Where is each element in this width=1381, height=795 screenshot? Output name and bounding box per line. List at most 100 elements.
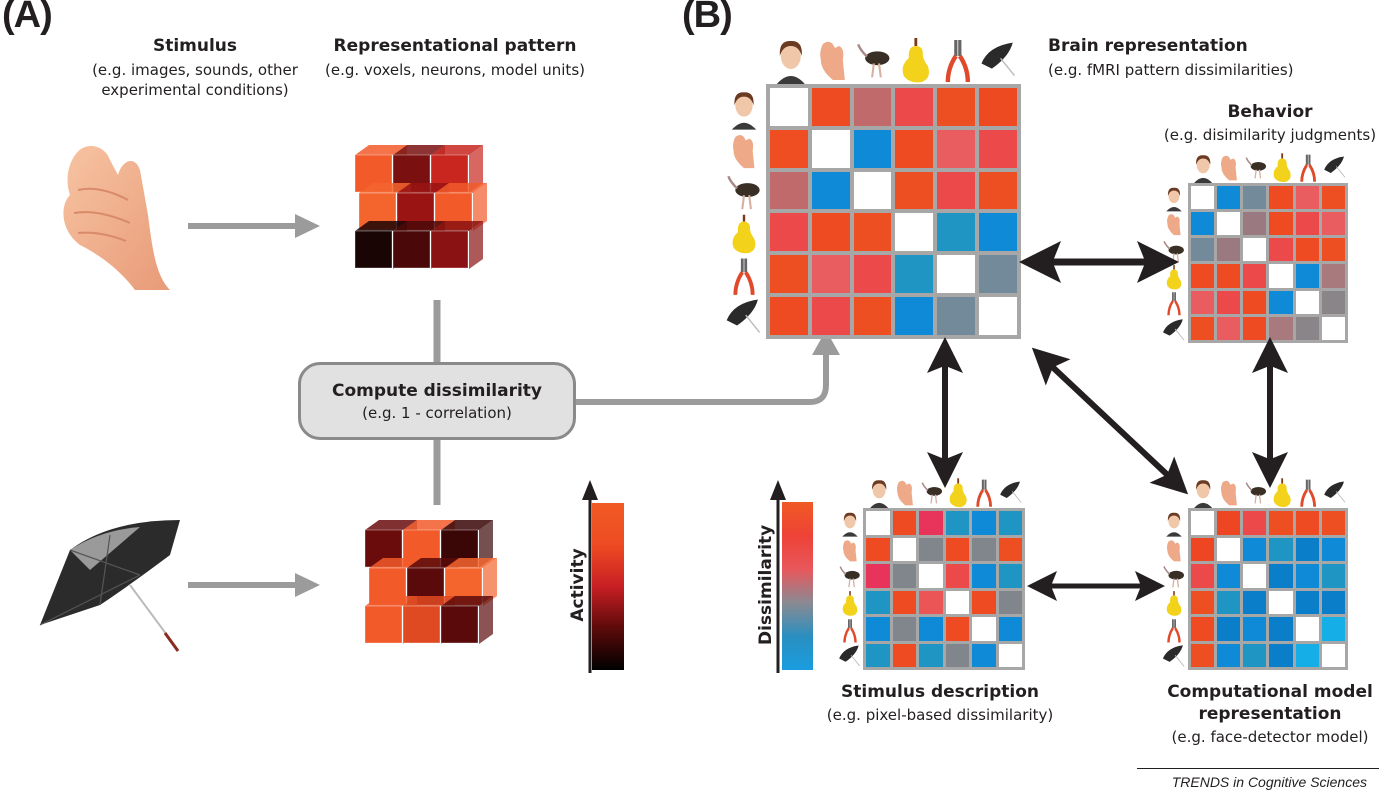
- behavior-column-pear-icon: [1269, 152, 1295, 183]
- stimulus-subtitle-2: experimental conditions): [101, 81, 289, 99]
- rdm-cell-3-1: [811, 213, 850, 252]
- rdm-cell-1-3: [945, 537, 969, 561]
- brain-column-pear-icon: [895, 36, 937, 84]
- stimulus-description-column-umbrella-icon: [998, 477, 1024, 508]
- rdm-cell-3-5: [1321, 264, 1345, 288]
- rdm-cell-0-2: [853, 88, 892, 126]
- brain-column-pliers-icon: [937, 36, 979, 84]
- behavior-subtitle: (e.g. disimilarity judgments): [1163, 126, 1377, 144]
- brain-rdm-matrix: [766, 84, 1021, 339]
- compute-dissimilarity-box: Compute dissimilarity (e.g. 1 - correlat…: [298, 362, 576, 440]
- rdm-cell-1-2: [919, 537, 943, 561]
- rdm-cell-4-5: [979, 255, 1017, 294]
- brain-row-pear-icon: [722, 213, 766, 255]
- rdm-cell-1-0: [1191, 537, 1215, 561]
- rdm-cell-1-0: [770, 129, 808, 168]
- behavior-caption: Behavior (e.g. disimilarity judgments): [1160, 102, 1380, 145]
- rdm-cell-1-5: [1321, 537, 1345, 561]
- model-title-1: Computational model: [1167, 682, 1373, 702]
- rdm-cell-5-5: [998, 643, 1022, 667]
- model-rdm-column-icons: [1190, 477, 1348, 508]
- rdm-cell-4-0: [866, 617, 890, 641]
- behavior-row-umbrella-icon: [1160, 317, 1188, 343]
- rdm-cell-2-5: [1321, 238, 1345, 262]
- pattern-title: Representational pattern: [333, 36, 577, 56]
- rdm-cell-0-2: [1243, 186, 1267, 210]
- rdm-cell-4-0: [1191, 617, 1215, 641]
- rdm-cell-1-3: [1269, 537, 1293, 561]
- panel-a-label: (A): [2, 0, 53, 36]
- dissimilarity-colorbar: [782, 502, 813, 670]
- rdm-cell-0-0: [1191, 186, 1215, 210]
- rdm-cell-4-2: [919, 617, 943, 641]
- rdm-cell-2-2: [853, 171, 892, 210]
- rdm-cell-4-5: [1321, 617, 1345, 641]
- brain-row-ostrich-icon: [722, 171, 766, 213]
- behavior-row-hand-icon: [1160, 211, 1188, 237]
- rdm-cell-1-1: [1217, 537, 1241, 561]
- umbrella-stimulus-icon: [39, 520, 180, 652]
- rdm-cell-3-0: [1191, 264, 1215, 288]
- brain-caption: Brain representation (e.g. fMRI pattern …: [1048, 36, 1294, 80]
- voxel: [430, 145, 483, 193]
- rdm-cell-0-3: [895, 88, 934, 126]
- rdm-cell-5-4: [937, 297, 976, 335]
- stimulus-caption: Stimulus (e.g. images, sounds, other exp…: [70, 36, 320, 100]
- rdm-cell-4-2: [1243, 617, 1267, 641]
- activity-colorbar: [592, 503, 624, 670]
- model-subtitle: (e.g. face-detector model): [1171, 728, 1369, 746]
- compute-dissimilarity-subtitle: (e.g. 1 - correlation): [362, 403, 512, 422]
- rdm-cell-3-2: [853, 213, 892, 252]
- rdm-cell-0-3: [945, 511, 969, 535]
- rdm-cell-5-1: [1217, 316, 1241, 340]
- rdm-cell-5-5: [1321, 316, 1345, 340]
- model-row-face-icon: [1160, 510, 1188, 537]
- rdm-cell-2-5: [1321, 564, 1345, 588]
- rdm-cell-2-3: [895, 171, 934, 210]
- brain-rdm-column-icons: [770, 36, 1020, 84]
- behavior-title: Behavior: [1227, 102, 1313, 122]
- rdm-cell-0-2: [919, 511, 943, 535]
- rdm-cell-2-1: [811, 171, 850, 210]
- rdm-cell-1-0: [866, 537, 890, 561]
- stimulus-title: Stimulus: [152, 36, 238, 56]
- model-row-hand-icon: [1160, 537, 1188, 564]
- model-caption: Computational model representation (e.g.…: [1160, 682, 1380, 747]
- behavior-column-ostrich-icon: [1243, 152, 1269, 183]
- brain-title: Brain representation: [1048, 36, 1248, 56]
- rdm-cell-1-5: [998, 537, 1022, 561]
- voxel-pattern-umbrella: [364, 520, 497, 644]
- rdm-cell-0-4: [972, 511, 996, 535]
- stimulus-description-column-face-icon: [866, 477, 892, 508]
- rdm-cell-5-2: [919, 643, 943, 667]
- rdm-cell-3-0: [866, 590, 890, 614]
- brain-row-face-icon: [722, 88, 766, 130]
- rdm-cell-1-3: [1269, 212, 1293, 236]
- rdm-cell-5-5: [1321, 643, 1345, 667]
- rdm-cell-1-3: [895, 129, 934, 168]
- rdm-cell-5-0: [1191, 316, 1215, 340]
- behavior-column-pliers-icon: [1295, 152, 1321, 183]
- stimulus-description-column-pliers-icon: [971, 477, 997, 508]
- journal-footer: TRENDS in Cognitive Sciences: [1171, 774, 1367, 790]
- rdm-cell-0-5: [1321, 511, 1345, 535]
- panel-b-label: (B): [682, 0, 733, 36]
- rdm-cell-1-4: [972, 537, 996, 561]
- rdm-cell-4-0: [770, 255, 808, 294]
- rdm-cell-2-0: [770, 171, 808, 210]
- rdm-cell-5-2: [853, 297, 892, 335]
- model-row-umbrella-icon: [1160, 643, 1188, 670]
- rdm-cell-2-1: [1217, 564, 1241, 588]
- rdm-cell-0-2: [1243, 511, 1267, 535]
- stimulus-description-row-umbrella-icon: [837, 643, 863, 670]
- rdm-cell-5-3: [895, 297, 934, 335]
- rdm-cell-2-4: [937, 171, 976, 210]
- rdm-cell-5-2: [1243, 316, 1267, 340]
- model-column-face-icon: [1190, 477, 1216, 508]
- stimulus-description-column-ostrich-icon: [919, 477, 945, 508]
- rdm-cell-3-4: [1295, 590, 1319, 614]
- rdm-cell-1-4: [1295, 212, 1319, 236]
- rdm-cell-2-1: [892, 564, 916, 588]
- arrow-hand-to-pattern: [188, 214, 320, 238]
